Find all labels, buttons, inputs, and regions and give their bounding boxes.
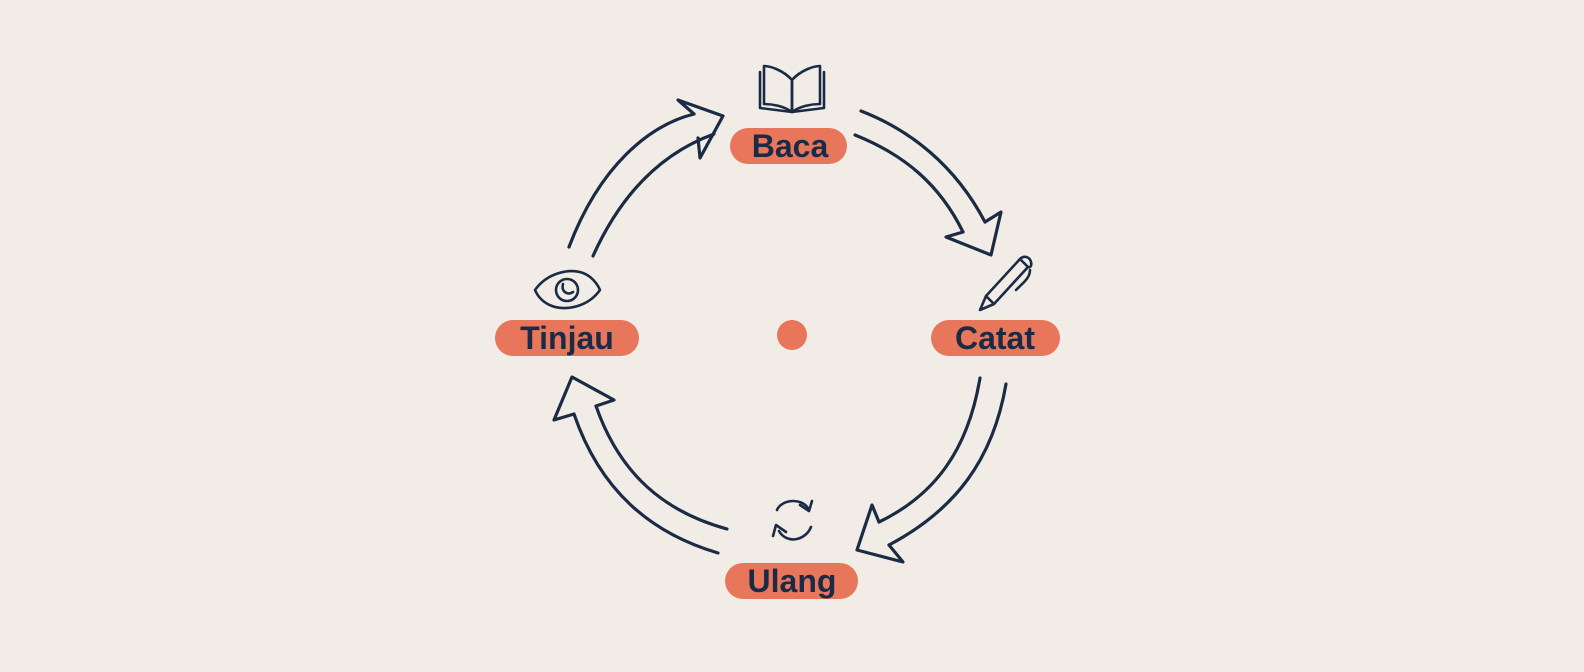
arrow-ulang-to-tinjau <box>552 375 729 555</box>
step-catat: Catat <box>931 255 1060 356</box>
step-tinjau-highlight <box>495 320 639 356</box>
step-catat-label: Catat <box>955 320 1035 356</box>
refresh-icon <box>771 499 814 541</box>
center-dot <box>777 320 807 350</box>
step-tinjau-label: Tinjau <box>520 320 614 356</box>
step-ulang-label: Ulang <box>748 563 837 599</box>
step-tinjau: Tinjau <box>495 269 639 356</box>
pencil-icon <box>978 255 1033 312</box>
arrow-baca-to-catat <box>853 109 1003 257</box>
step-catat-highlight <box>931 320 1060 356</box>
step-ulang: Ulang <box>725 499 858 599</box>
arrow-catat-to-ulang <box>855 376 1008 564</box>
arrow-tinjau-to-baca <box>567 98 725 258</box>
step-baca-label: Baca <box>752 128 829 164</box>
step-baca-highlight <box>730 128 847 164</box>
open-book-icon <box>758 64 826 114</box>
step-ulang-highlight <box>725 563 858 599</box>
eye-icon <box>533 269 602 310</box>
step-baca: Baca <box>730 64 847 164</box>
